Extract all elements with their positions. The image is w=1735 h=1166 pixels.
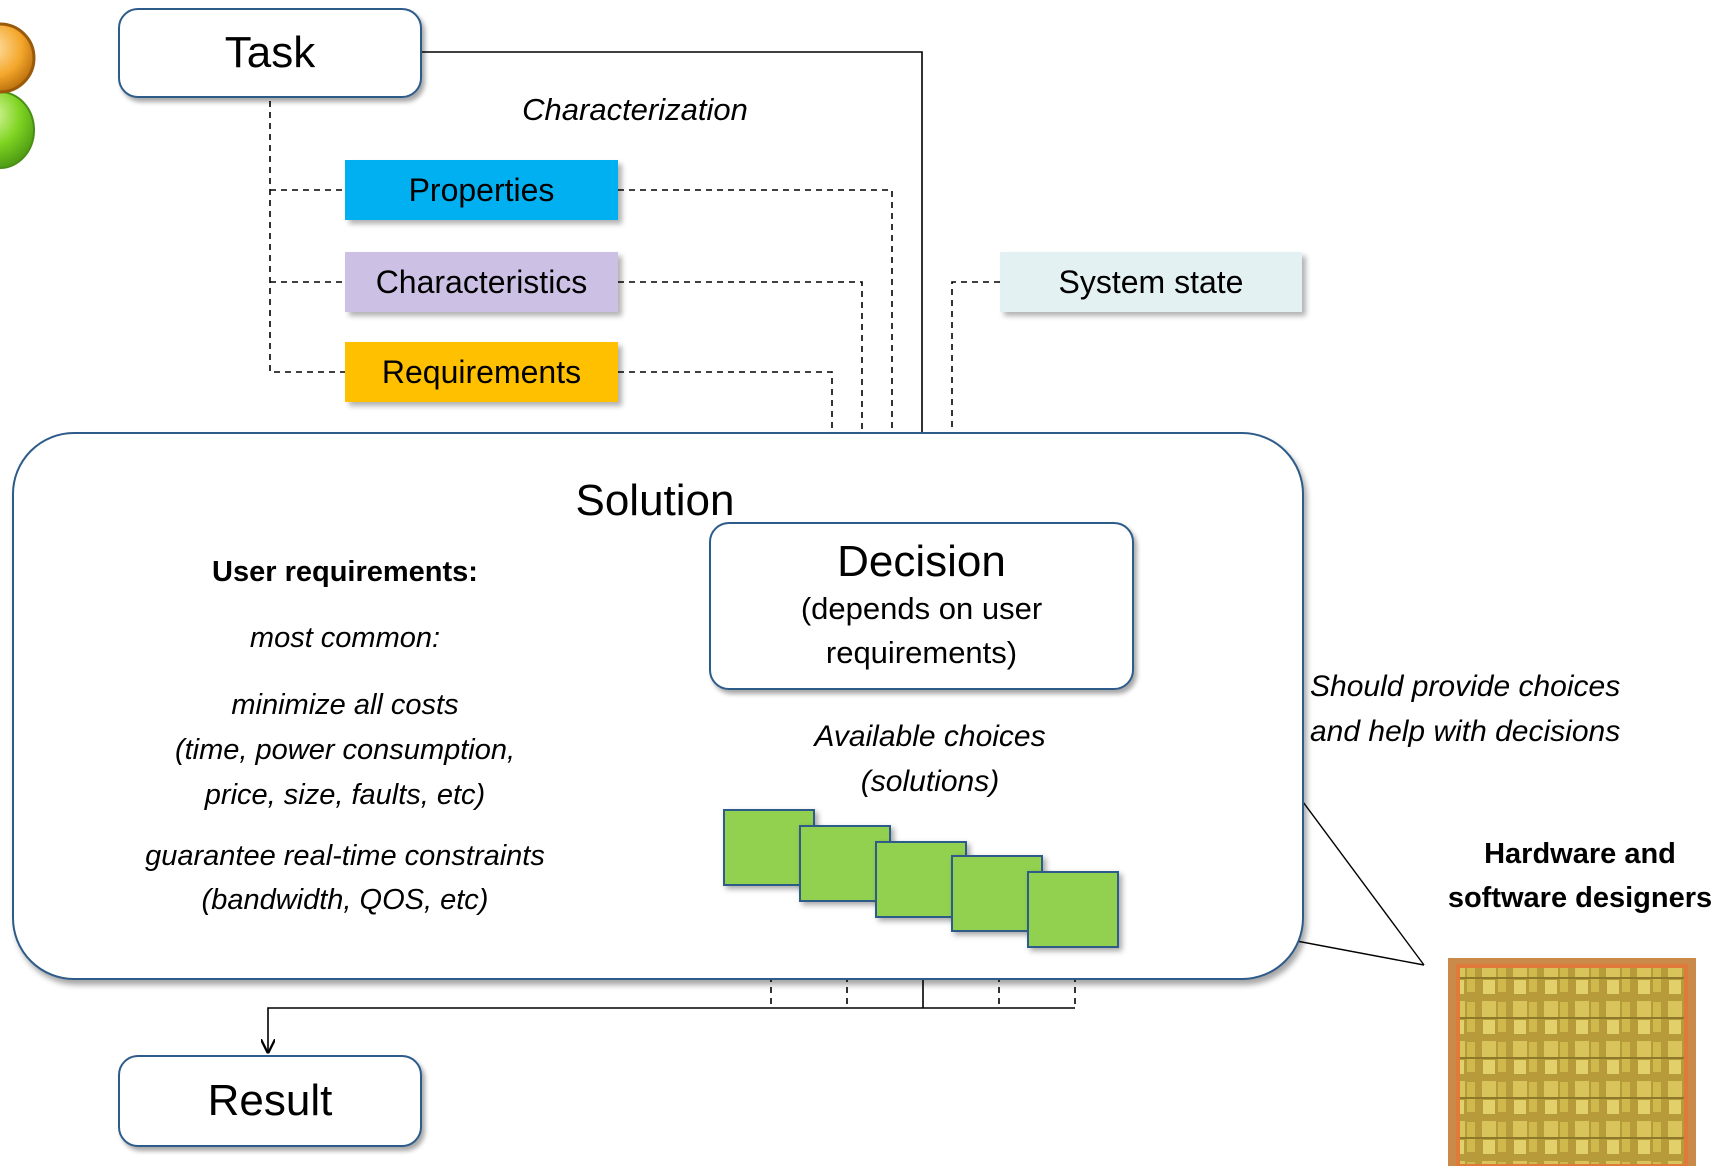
designers-line-2: software designers [1447,882,1713,914]
user-requirements-heading: User requirements: [212,556,478,588]
decision-title: Decision [837,537,1006,586]
task-box: Task [118,8,422,98]
requirement-line-5: (bandwidth, QOS, etc) [201,884,489,916]
choice-square-5 [1027,871,1119,948]
most-common-label: most common: [249,622,441,654]
system-state-label: System state [1058,263,1244,300]
requirement-line-2: (time, power consumption, [174,734,516,766]
result-label: Result [207,1076,333,1125]
decision-line-1: (depends on user [800,591,1043,626]
properties-label: Properties [408,171,555,208]
user-icon [0,0,60,170]
chip-die-image [1448,958,1696,1166]
requirement-line-3: price, size, faults, etc) [204,779,486,811]
decision-box: Decision (depends on user requirements) [709,522,1134,690]
solution-title: Solution [575,476,735,525]
designers-line-1: Hardware and [1484,838,1676,870]
requirement-line-1: minimize all costs [231,689,459,721]
properties-tag: Properties [345,160,618,220]
advice-line-2: and help with decisions [1310,715,1621,748]
characterization-label: Characterization [522,92,748,127]
available-choices-line-2: (solutions) [860,765,1000,798]
requirements-tag: Requirements [345,342,618,402]
system-state-tag: System state [1000,252,1302,312]
advice-line-1: Should provide choices [1310,670,1621,703]
task-label: Task [224,28,316,77]
requirements-label: Requirements [381,353,582,390]
requirement-line-4: guarantee real-time constraints [145,840,545,872]
decision-line-2: requirements) [825,635,1018,670]
characteristics-tag: Characteristics [345,252,618,312]
available-choices-line-1: Available choices [814,720,1046,753]
result-box: Result [118,1055,422,1147]
characteristics-label: Characteristics [375,263,588,300]
